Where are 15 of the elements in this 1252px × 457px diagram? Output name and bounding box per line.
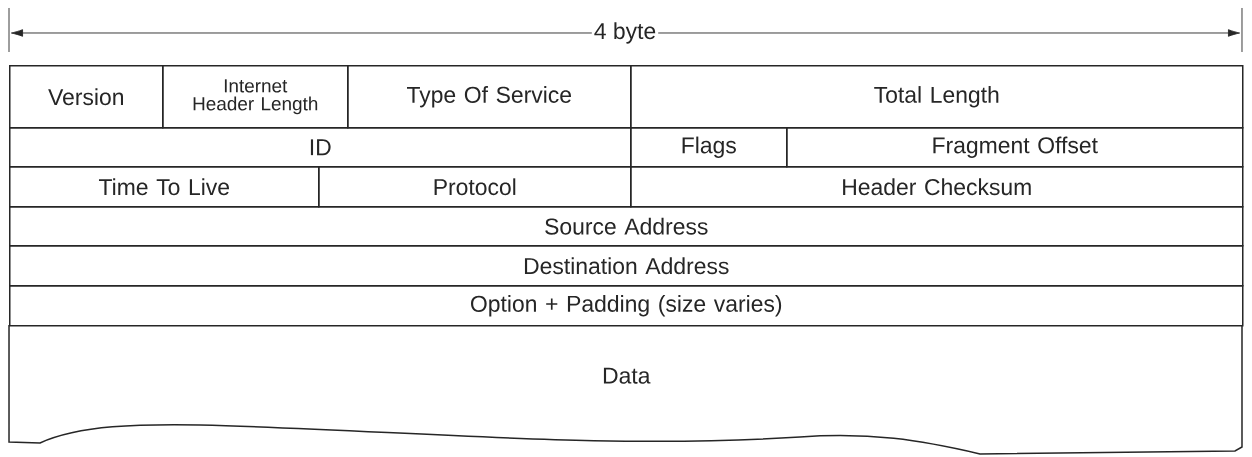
field-cell: Flags (630, 127, 788, 168)
field-cell: Version (9, 65, 164, 129)
field-cell: Fragment Offset (786, 127, 1244, 168)
field-cell: Source Address (9, 206, 1244, 247)
dimension-label: 4 byte (591, 20, 659, 46)
field-cell: Destination Address (9, 245, 1244, 287)
field-cell: Time To Live (9, 166, 320, 208)
field-cell: Total Length (630, 65, 1244, 129)
torn-data-box: Data (8, 324, 1243, 455)
field-cell: Option + Padding (size varies) (9, 285, 1244, 327)
field-cell: ID (9, 127, 632, 168)
field-cell: Type Of Service (347, 65, 632, 129)
field-cell: Header Checksum (630, 166, 1244, 208)
field-cell: Protocol (318, 166, 632, 208)
field-cell: Internet Header Length (162, 65, 349, 129)
